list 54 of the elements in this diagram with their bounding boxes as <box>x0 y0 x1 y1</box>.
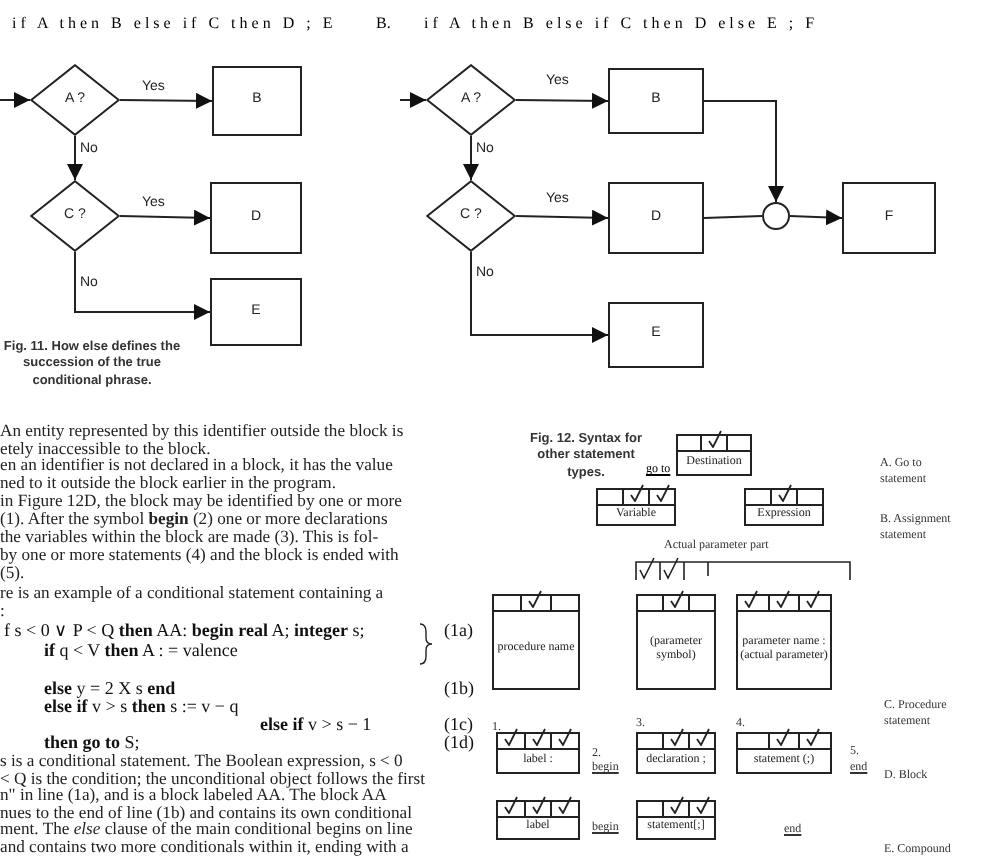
body-text-line: n" in line (1a), and is a block labeled AA. The block AA <box>0 786 387 804</box>
arrow <box>789 209 843 226</box>
body-text-line: ment. The else clause of the main conditional begins on line <box>0 820 413 838</box>
arrow <box>74 251 211 320</box>
connector-line <box>703 215 763 219</box>
body-text-line: (1). After the symbol begin (2) one or more declarations <box>0 510 388 528</box>
arrow <box>119 209 211 226</box>
arrow <box>515 92 609 109</box>
syntax-box <box>736 732 832 774</box>
syntax-box <box>636 732 716 774</box>
body-text-line: < Q is the condition; the unconditional object follows the first <box>0 769 425 787</box>
body-text-line: en an identifier is not declared in a block, it has the value <box>0 456 393 474</box>
syntax-box <box>744 488 824 526</box>
arrow <box>463 135 479 181</box>
body-text-line: An entity represented by this identifier outside the block is <box>0 422 404 440</box>
body-text-line: by one or more statements (4) and the block is ended with <box>0 546 399 564</box>
body-text-line: nues to the end of line (1b) and contains its own conditional <box>0 803 412 821</box>
line-number: (1b) <box>444 680 474 698</box>
code-line: if q < V then A : = valence <box>44 642 238 660</box>
arrow <box>0 92 31 108</box>
body-text-line: (5). <box>0 564 25 582</box>
code-line: else if v > s − 1 <box>260 716 372 734</box>
syntax-box <box>496 800 580 840</box>
syntax-box <box>496 732 580 774</box>
arrow <box>703 100 784 203</box>
syntax-box <box>676 434 752 476</box>
code-line: f s < 0 ∨ P < Q then AA: begin real A; integer s; <box>4 622 365 640</box>
code-line: else if v > s then s := v − q <box>44 698 239 716</box>
syntax-box <box>492 594 580 690</box>
syntax-box <box>636 800 716 840</box>
body-text-line: and contains two more conditionals within it, ending with a <box>0 837 409 855</box>
arrow <box>119 92 213 109</box>
body-text-line: ned to it outside the block earlier in the program. <box>0 474 337 492</box>
formula-heading: if A then B else if C then D ; E <box>12 12 337 36</box>
figure-part-letter: B. <box>376 12 391 36</box>
body-text-line: : <box>0 602 5 620</box>
line-number: (1c) <box>444 716 473 734</box>
body-text-line: the variables within the block are made (3). This is fol- <box>0 528 379 546</box>
body-text-line: re is an example of a conditional statement containing a <box>0 584 384 602</box>
formula-heading: if A then B else if C then D else E ; F <box>424 12 819 36</box>
arrow <box>67 135 83 181</box>
arrow <box>470 251 609 343</box>
line-number: (1d) <box>444 734 474 752</box>
syntax-box <box>736 594 832 690</box>
syntax-box <box>636 594 716 690</box>
code-line: then go to S; <box>44 734 140 752</box>
code-line: else y = 2 X s end <box>44 680 176 698</box>
arrow <box>399 92 427 108</box>
body-text-line: in Figure 12D, the block may be identified by one or more <box>0 492 402 510</box>
body-text-line: s is a conditional statement. The Boolean expression, s < 0 <box>0 752 403 770</box>
line-number: (1a) <box>444 622 473 640</box>
arrow <box>515 209 609 226</box>
syntax-box <box>596 488 676 526</box>
body-text-line: etely inaccessible to the block. <box>0 439 211 457</box>
